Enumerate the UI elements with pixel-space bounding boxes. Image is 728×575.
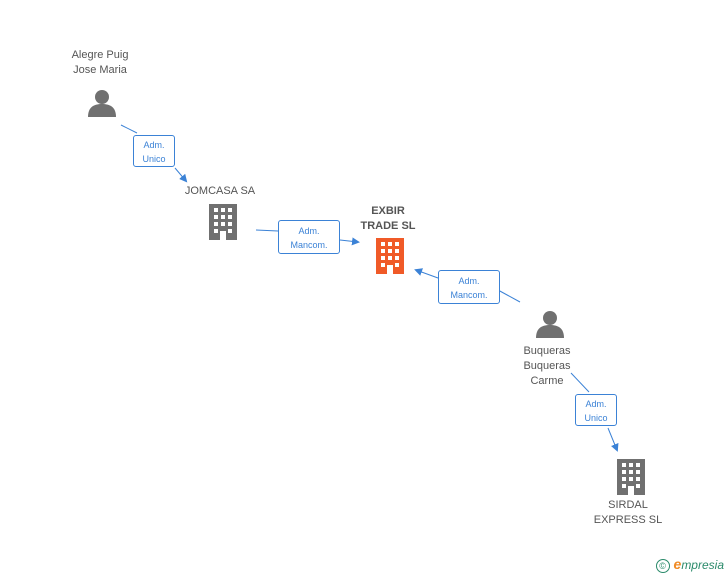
person-icon[interactable]: [87, 89, 117, 117]
company-label-jomcasa[interactable]: JOMCASA SA: [180, 184, 260, 199]
building-icon[interactable]: [207, 204, 239, 240]
brand-initial: e: [673, 556, 682, 573]
person-name-line3: Carme: [530, 375, 564, 387]
relation-type: Adm.: [298, 226, 320, 236]
company-label-exbir[interactable]: EXBIR TRADE SL: [348, 204, 428, 234]
person-name-line2: Buqueras: [523, 360, 571, 372]
relation-subtype: Mancom.: [450, 290, 488, 300]
building-icon[interactable]: [615, 459, 647, 495]
company-name-line2: TRADE SL: [360, 220, 416, 232]
person-label-alegre[interactable]: Alegre Puig Jose Maria: [60, 48, 140, 78]
building-icon-highlighted[interactable]: [374, 238, 406, 274]
edge-jomcasa-exbir: [255, 229, 358, 242]
relation-badge-adm-mancom[interactable]: Adm. Mancom.: [278, 220, 340, 254]
person-name-line1: Buqueras: [523, 345, 571, 357]
relation-subtype: Mancom.: [290, 240, 328, 250]
company-label-sirdal[interactable]: SIRDAL EXPRESS SL: [588, 498, 668, 528]
company-name-line1: SIRDAL: [608, 499, 648, 511]
edge-alegre-jomcasa: [120, 124, 186, 181]
person-name-line1: Alegre Puig: [71, 49, 129, 61]
relation-badge-adm-unico[interactable]: Adm. Unico: [133, 135, 175, 167]
company-name-line2: EXPRESS SL: [593, 514, 663, 526]
relation-badge-adm-unico[interactable]: Adm. Unico: [575, 394, 617, 426]
person-label-buqueras[interactable]: Buqueras Buqueras Carme: [507, 344, 587, 389]
relation-subtype: Unico: [584, 413, 608, 423]
empresia-logo[interactable]: ©empresia: [655, 556, 724, 573]
relation-badge-adm-mancom[interactable]: Adm. Mancom.: [438, 270, 500, 304]
relation-type: Adm.: [585, 399, 607, 409]
relation-type: Adm.: [143, 140, 165, 150]
company-name-line1: EXBIR: [371, 205, 405, 217]
relation-type: Adm.: [458, 276, 480, 286]
person-name-line2: Jose Maria: [73, 64, 127, 76]
copyright-icon: ©: [655, 559, 670, 573]
edge-buqueras-exbir: [416, 270, 521, 303]
edge-buqueras-sirdal: [570, 372, 617, 450]
company-name-line1: JOMCASA SA: [184, 185, 256, 197]
brand-name: mpresia: [681, 558, 724, 573]
person-icon[interactable]: [535, 310, 565, 338]
relation-subtype: Unico: [142, 154, 166, 164]
